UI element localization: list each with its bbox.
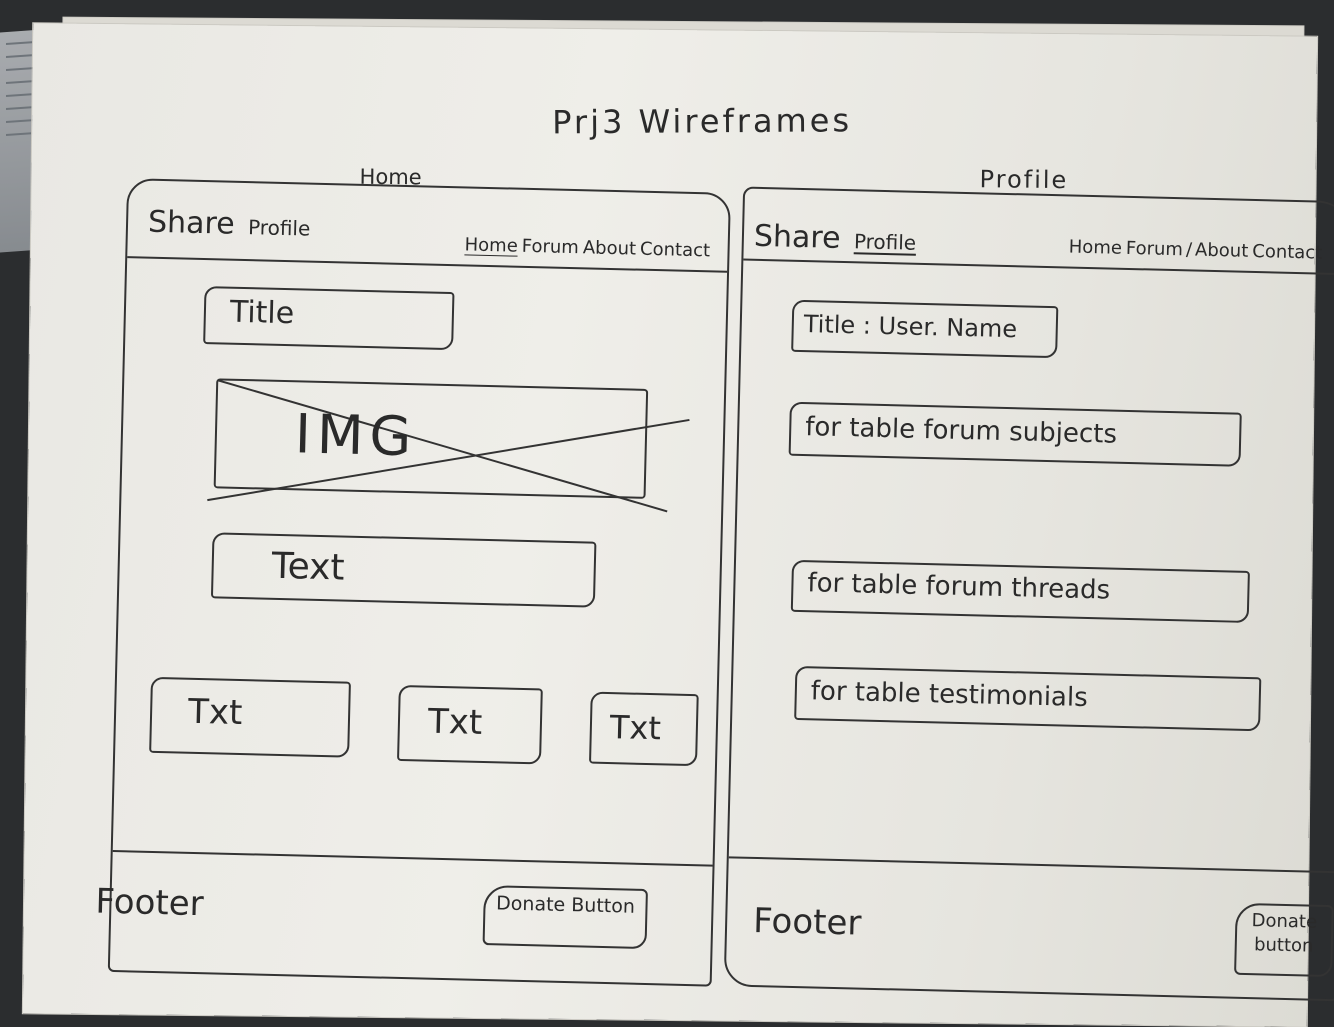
profile-subjects-box: for table forum subjects	[788, 401, 1242, 467]
home-brand-sub: Profile	[247, 215, 311, 241]
profile-wireframe: Share Profile Home Forum / About Contact…	[723, 186, 1334, 1002]
home-donate-button[interactable]: Donate Button	[482, 885, 648, 950]
home-nav: Home Forum About Contact	[463, 234, 711, 261]
home-small-box-1-text: Txt	[187, 691, 243, 734]
profile-brand-sub: Profile	[853, 229, 917, 255]
home-wireframe: Share Profile Home Forum About Contact T…	[95, 178, 731, 987]
profile-donate-button[interactable]: Donate button	[1234, 902, 1334, 978]
profile-footer-label: Footer	[752, 900, 862, 944]
home-nav-home[interactable]: Home	[464, 234, 519, 257]
home-brand-name: Share	[147, 204, 236, 242]
profile-footer-divider	[728, 856, 1334, 874]
profile-testimonials-text: for table testimonials	[810, 676, 1089, 714]
profile-nav-about[interactable]: About	[1194, 239, 1249, 262]
home-image-label: IMG	[294, 402, 419, 469]
profile-nav-contact[interactable]: Contact	[1252, 240, 1323, 264]
home-nav-contact[interactable]: Contact	[639, 238, 711, 262]
image-cross-icon	[207, 379, 690, 513]
profile-title-text: Title : User. Name	[803, 310, 1018, 344]
profile-nav-forum[interactable]: Forum	[1125, 237, 1184, 261]
home-title-box: Title	[203, 286, 455, 351]
home-small-box-2-text: Txt	[427, 701, 483, 743]
home-nav-about[interactable]: About	[582, 237, 637, 260]
profile-subjects-text: for table forum subjects	[804, 412, 1118, 450]
profile-frame-label: Profile	[979, 165, 1069, 195]
home-small-box-2: Txt	[397, 684, 543, 765]
wireframe-sheet: Prj3 Wireframes Home Profile Share Profi…	[22, 23, 1334, 1027]
home-title-text: Title	[229, 294, 295, 332]
home-small-box-1: Txt	[149, 676, 351, 758]
profile-threads-text: for table forum threads	[807, 568, 1111, 606]
profile-title-box: Title : User. Name	[791, 299, 1059, 359]
home-footer-label: Footer	[95, 881, 205, 925]
profile-nav-home[interactable]: Home	[1068, 236, 1123, 259]
profile-threads-box: for table forum threads	[790, 559, 1250, 623]
profile-testimonials-box: for table testimonials	[794, 665, 1262, 732]
home-brand: Share Profile	[148, 205, 311, 244]
home-nav-forum[interactable]: Forum	[521, 235, 580, 259]
sheet-title: Prj3 Wireframes	[552, 101, 853, 142]
home-footer-divider	[112, 849, 713, 867]
profile-nav: Home Forum / About Contact	[1068, 236, 1324, 263]
home-text-box: Text	[210, 532, 597, 608]
profile-brand: Share Profile	[754, 219, 917, 258]
home-text-label: Text	[271, 545, 346, 589]
nav-separator-icon: /	[1185, 239, 1193, 261]
profile-brand-name: Share	[753, 218, 841, 256]
home-small-box-3: Txt	[589, 691, 699, 767]
home-image-placeholder: IMG	[207, 378, 690, 513]
home-small-box-3-text: Txt	[609, 708, 662, 748]
